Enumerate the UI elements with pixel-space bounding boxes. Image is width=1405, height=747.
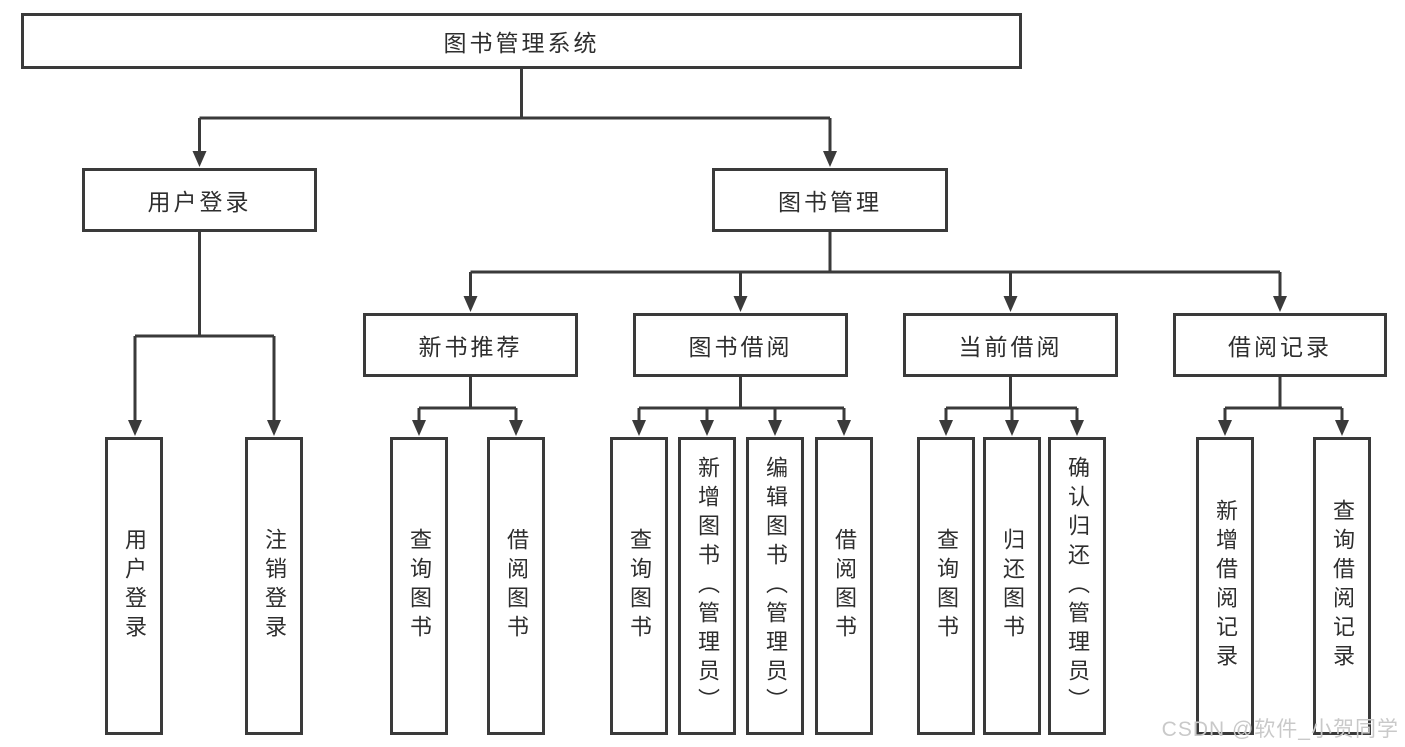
node-label: 注销登录 xyxy=(262,528,287,644)
node-label: 当前借阅 xyxy=(958,334,1063,360)
node-label: 确认归还（管理员） xyxy=(1065,455,1090,717)
csdn-watermark: CSDN @软件_小贺同学 xyxy=(1161,718,1399,741)
node-current-borrowing: 当前借阅 xyxy=(903,313,1118,377)
leaf-query-books-current: 查询图书 xyxy=(917,437,975,735)
node-label: 编辑图书（管理员） xyxy=(763,455,788,717)
node-library-management-system: 图书管理系统 xyxy=(21,13,1022,69)
leaf-borrow-books: 借阅图书 xyxy=(815,437,873,735)
leaf-return-book: 归还图书 xyxy=(983,437,1041,735)
node-book-borrowing: 图书借阅 xyxy=(633,313,848,377)
node-label: 查询图书 xyxy=(627,528,652,644)
leaf-query-books-recommend: 查询图书 xyxy=(390,437,448,735)
node-label: 图书借阅 xyxy=(688,334,793,360)
node-label: 查询图书 xyxy=(934,528,959,644)
leaf-user-login: 用户登录 xyxy=(105,437,163,735)
leaf-query-books-borrow: 查询图书 xyxy=(610,437,668,735)
leaf-logout: 注销登录 xyxy=(245,437,303,735)
node-label: 图书管理 xyxy=(778,189,882,215)
node-label: 归还图书 xyxy=(1000,528,1025,644)
node-label: 用户登录 xyxy=(147,189,252,215)
node-label: 图书管理系统 xyxy=(443,30,600,56)
node-label: 借阅图书 xyxy=(832,528,857,644)
leaf-add-book-admin: 新增图书（管理员） xyxy=(678,437,736,735)
node-label: 新增借阅记录 xyxy=(1213,499,1238,673)
node-label: 用户登录 xyxy=(122,528,147,644)
leaf-add-borrow-record: 新增借阅记录 xyxy=(1196,437,1254,735)
node-label: 新增图书（管理员） xyxy=(695,455,720,717)
node-label: 新书推荐 xyxy=(418,334,523,360)
node-user-login: 用户登录 xyxy=(82,168,317,232)
node-book-management: 图书管理 xyxy=(712,168,948,232)
node-label: 借阅图书 xyxy=(504,528,529,644)
leaf-query-borrow-record: 查询借阅记录 xyxy=(1313,437,1371,735)
leaf-borrow-books-recommend: 借阅图书 xyxy=(487,437,545,735)
node-borrowing-records: 借阅记录 xyxy=(1173,313,1387,377)
node-label: 借阅记录 xyxy=(1228,334,1332,360)
node-label: 查询借阅记录 xyxy=(1330,499,1355,673)
leaf-edit-book-admin: 编辑图书（管理员） xyxy=(746,437,804,735)
node-new-book-recommend: 新书推荐 xyxy=(363,313,578,377)
leaf-confirm-return-admin: 确认归还（管理员） xyxy=(1048,437,1106,735)
node-label: 查询图书 xyxy=(407,528,432,644)
